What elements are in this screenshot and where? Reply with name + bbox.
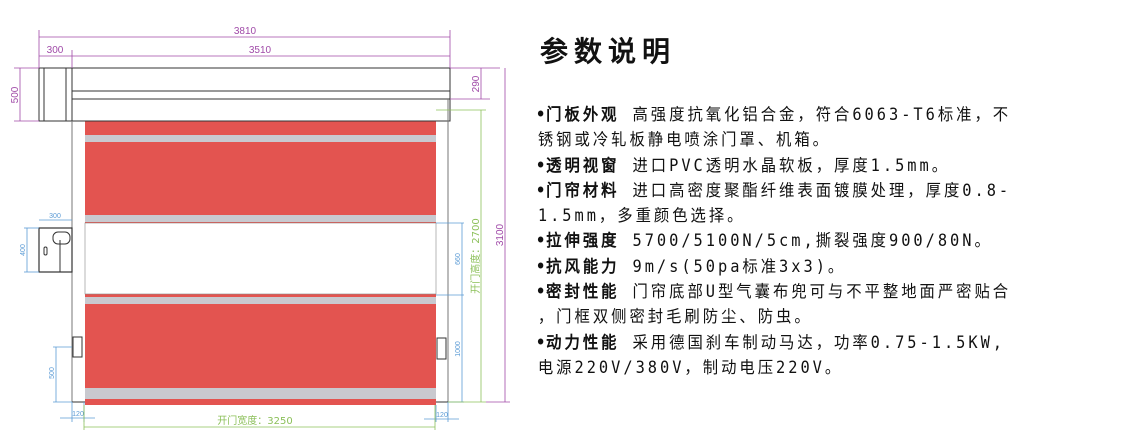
spec-text-cont: ，门框双侧密封毛刷防尘、防虫。 <box>537 307 813 327</box>
reflective-stripe <box>85 215 436 222</box>
dim-total-width: 3810 <box>234 26 257 37</box>
spec-text-cont: 锈钢或冷轧板静电喷涂门罩、机箱。 <box>537 130 831 150</box>
control-box <box>38 227 73 273</box>
reflective-stripe <box>85 297 436 304</box>
spec-item: •透明视窗进口PVC透明水晶软板，厚度1.5mm。 <box>536 155 951 175</box>
spec-item: •门板外观高强度抗氧化铝合金，符合6063-T6标准，不锈钢或冷轧板静电喷涂门罩… <box>536 102 1057 153</box>
dim-frame-left: 120 <box>72 411 84 418</box>
dim-motor-width: 300 <box>47 45 64 56</box>
spec-label: 密封性能 <box>546 282 620 302</box>
spec-label: 动力性能 <box>546 332 620 352</box>
spec-text: 高强度抗氧化铝合金，符合6063-T6标准，不 <box>632 105 1012 124</box>
dim-head-height: 500 <box>10 86 21 103</box>
photo-sensor-left <box>72 336 83 358</box>
spec-text: 进口高密度聚酯纤维表面镀膜处理，厚度0.8- <box>632 180 1012 200</box>
dim-beam-width: 3510 <box>249 45 272 56</box>
spec-text: 9m/s(50pa标准3x3)。 <box>632 256 847 276</box>
spec-label: 透明视窗 <box>546 155 620 175</box>
spec-label: 门帘材料 <box>546 180 620 200</box>
door-frame <box>38 67 451 403</box>
dim-control-box-height: 400 <box>20 244 27 256</box>
spec-label: 抗风能力 <box>546 256 620 276</box>
spec-item: •密封性能门帘底部U型气囊布兜可与不平整地面严密贴合，门框双侧密封毛刷防尘、防虫… <box>536 279 1057 330</box>
door-technical-drawing: 3810 300 3510 500 290 3100 300 400 660 1… <box>10 26 510 430</box>
photo-sensor-right <box>436 337 447 360</box>
dim-sensor-height: 500 <box>49 367 56 379</box>
dim-control-box-width: 300 <box>49 213 61 220</box>
spec-text: 门帘底部U型气囊布兜可与不平整地面严密贴合 <box>632 282 1012 302</box>
transparent-window <box>84 222 437 295</box>
dim-lower-height: 1000 <box>455 341 462 357</box>
spec-text: 进口PVC透明水晶软板，厚度1.5mm。 <box>632 155 951 175</box>
curtain <box>84 99 437 405</box>
spec-label: 拉伸强度 <box>546 231 620 251</box>
dim-open-width: 开门宽度：3250 <box>217 414 292 427</box>
dim-beam-height: 290 <box>471 75 482 92</box>
spec-list: •门板外观高强度抗氧化铝合金，符合6063-T6标准，不锈钢或冷轧板静电喷涂门罩… <box>536 102 1096 380</box>
spec-text-cont: 1.5mm，多重颜色选择。 <box>537 206 746 226</box>
reflective-stripe <box>85 388 436 399</box>
reflective-stripe <box>85 135 436 142</box>
dim-total-height: 3100 <box>495 223 506 246</box>
spec-text-cont: 电源220V/380V，制动电压220V。 <box>537 357 844 377</box>
dim-frame-right: 120 <box>436 412 448 419</box>
spec-item: •动力性能采用德国刹车制动马达，功率0.75-1.5KW,电源220V/380V… <box>536 330 1057 381</box>
spec-label: 门板外观 <box>546 105 620 124</box>
spec-text: 采用德国刹车制动马达，功率0.75-1.5KW, <box>632 332 1006 352</box>
spec-panel: 参数说明 •门板外观高强度抗氧化铝合金，符合6063-T6标准，不锈钢或冷轧板静… <box>536 30 1096 380</box>
dim-open-height: 开门高度：2700 <box>469 218 482 293</box>
dim-window-height: 660 <box>455 253 462 265</box>
spec-text: 5700/5100N/5cm,撕裂强度900/80N。 <box>632 231 993 251</box>
spec-title: 参数说明 <box>540 35 677 68</box>
spec-item: •门帘材料进口高密度聚酯纤维表面镀膜处理，厚度0.8-1.5mm，多重颜色选择。 <box>536 178 1057 229</box>
